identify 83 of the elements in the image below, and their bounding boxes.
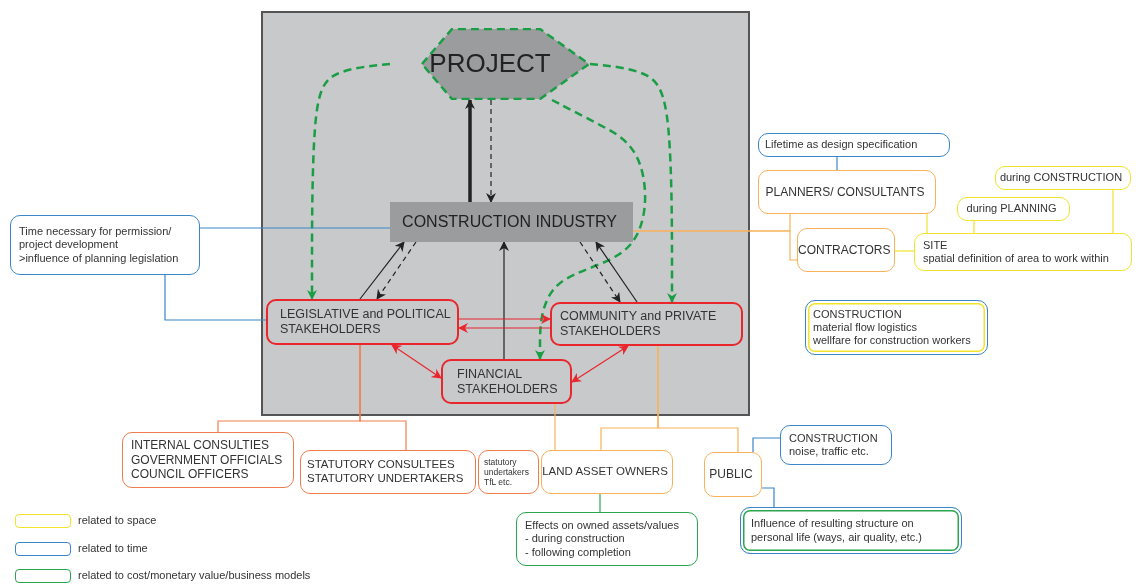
node-text: LAND ASSET OWNERS	[542, 465, 668, 479]
connector-line	[164, 274, 267, 321]
legend-label: related to time	[78, 542, 148, 554]
arrow	[376, 241, 417, 300]
arrow	[499, 241, 509, 360]
node-text: - following completion	[525, 545, 631, 559]
note-box	[780, 425, 892, 465]
node-text: STATUTORY UNDERTAKERS	[307, 472, 464, 486]
legend-label: related to cost/monetary value/business models	[78, 569, 311, 581]
node-text: noise, traffic etc.	[789, 445, 869, 459]
node-text: wellfare for construction workers	[813, 334, 971, 348]
node-text: during CONSTRUCTION	[999, 171, 1123, 185]
node-text: material flow logistics	[813, 320, 917, 335]
note-box	[995, 166, 1131, 190]
connector-line	[657, 345, 739, 453]
note-box	[740, 507, 962, 554]
stakeholder-box	[441, 359, 572, 404]
arrow	[486, 99, 496, 203]
arrow	[307, 62, 391, 300]
role-box	[797, 228, 895, 272]
node-text: >influence of planning legislation	[19, 251, 179, 265]
node-text: PUBLIC	[709, 467, 753, 482]
node-text: CONSTRUCTION	[789, 431, 878, 445]
arrow	[391, 344, 442, 379]
role-box	[758, 170, 936, 214]
node-text: COMMUNITY and PRIVATE STAKEHOLDERS	[560, 309, 718, 339]
connector-line	[752, 437, 781, 453]
node-text: Time necessary for permission/ project development	[19, 225, 173, 252]
arrow	[359, 241, 405, 300]
node-text: COUNCIL OFFICERS	[131, 467, 249, 482]
note-box	[805, 300, 988, 355]
note-box	[516, 512, 698, 566]
node-title: PROJECT	[429, 48, 551, 80]
connector-line	[836, 156, 838, 171]
node-text: Lifetime as design specification	[765, 138, 918, 152]
arrow	[571, 345, 629, 383]
node-text: STATUTORY CONSULTEES	[307, 458, 455, 472]
connector-line	[632, 230, 798, 261]
node-text: FINANCIAL STAKEHOLDERS	[457, 366, 559, 397]
node-text: Influence of resulting structure on personal life (ways, air quality, etc.)	[751, 517, 923, 544]
note-box	[478, 450, 539, 494]
node-text: LEGISLATIVE and POLITICAL STAKEHOLDERS	[280, 307, 452, 337]
arrow	[589, 62, 677, 303]
note-box	[914, 233, 1132, 271]
stakeholder-group-box	[122, 432, 294, 488]
stakeholder-group-box	[300, 450, 476, 494]
arrow	[465, 99, 475, 202]
node-text: during PLANNING	[966, 202, 1057, 216]
legend-label: related to space	[78, 514, 157, 526]
node-text: PLANNERS/ CONSULTANTS	[765, 184, 925, 200]
node-text: - during construction	[525, 532, 625, 546]
node-text: CONSTRUCTION	[813, 307, 902, 321]
connector-line	[554, 403, 556, 451]
node-text: statutory undertakers TfL etc.	[484, 456, 530, 488]
arrow	[595, 241, 638, 303]
connector-line	[1112, 189, 1114, 234]
connector-line	[359, 344, 407, 451]
connector-line	[199, 227, 391, 229]
arrow	[535, 98, 647, 360]
node-title: CONSTRUCTION INDUSTRY	[402, 212, 617, 232]
node-text: SITE	[923, 238, 948, 252]
connector-line	[761, 487, 775, 508]
process-box	[390, 202, 633, 242]
note-box	[10, 215, 200, 275]
node-text: spatial definition of area to work within	[923, 252, 1109, 266]
arrow	[458, 314, 551, 324]
connector-line	[894, 250, 915, 252]
node-text: Effects on owned assets/values	[525, 519, 679, 533]
node-text: INTERNAL CONSULTIES	[131, 438, 270, 453]
arrow	[579, 241, 621, 303]
stakeholder-box	[550, 302, 743, 346]
note-box	[957, 197, 1070, 221]
connector-line	[973, 220, 975, 234]
stakeholder-group-box	[704, 452, 762, 497]
connector-line	[599, 493, 601, 513]
node-text: GOVERNMENT OFFICIALS	[131, 452, 283, 468]
panel-background	[261, 11, 750, 416]
note-box	[758, 133, 950, 157]
stakeholder-box	[266, 299, 459, 345]
stakeholder-group-box	[541, 450, 673, 494]
connector-line	[926, 213, 928, 234]
node-text: CONTRACTORS	[798, 242, 891, 258]
arrow	[458, 323, 551, 333]
